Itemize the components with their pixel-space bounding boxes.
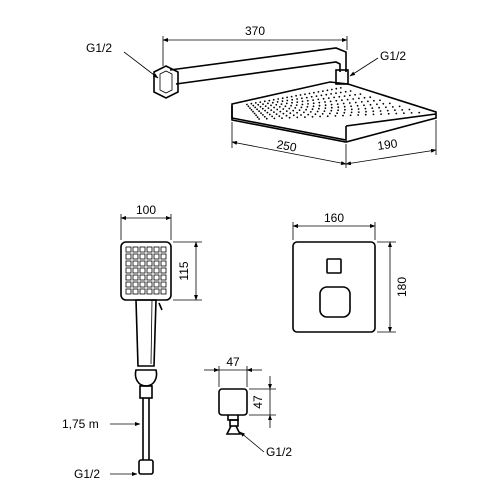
hand-shower-nozzles: [125, 246, 167, 295]
hand-shower-connector: [134, 369, 158, 387]
mixer-lever: [319, 286, 351, 318]
shower-arm: [169, 47, 347, 72]
hose-nut: [138, 459, 154, 475]
panel-plate: [292, 241, 376, 333]
wall-outlet: 47 47 G1/2: [204, 355, 292, 459]
panel-height-label: 180: [395, 277, 409, 297]
head-depth-label: 250: [275, 137, 298, 155]
head-thread-label: G1/2: [380, 49, 406, 63]
hand-shower-head: [120, 241, 172, 301]
panel-width-label: 160: [324, 211, 344, 225]
hand-height-label: 115: [177, 261, 191, 280]
arm-length-label: 370: [245, 24, 265, 38]
outlet-width-label: 47: [226, 355, 240, 369]
hand-width-label: 100: [136, 203, 156, 217]
outlet-thread-label: G1/2: [266, 445, 292, 459]
wall-flange: [153, 65, 179, 99]
diverter-button: [326, 258, 342, 274]
outlet-body: [218, 388, 248, 416]
overhead-shower: 370 G1/2 G1/2 250 190: [86, 24, 437, 168]
hand-shower: 100 115 1,75 m G1/2: [62, 203, 202, 481]
shower-head: [231, 81, 437, 143]
head-nozzles: [246, 87, 421, 120]
head-width-label: 190: [376, 136, 398, 153]
hose-length-label: 1,75 m: [62, 417, 99, 431]
arm-thread-label: G1/2: [86, 41, 112, 55]
control-panel: 160 180: [292, 211, 409, 333]
outlet-height-label: 47: [251, 395, 265, 409]
hand-shower-handle: [135, 299, 157, 367]
hose-thread-label: G1/2: [74, 467, 100, 481]
